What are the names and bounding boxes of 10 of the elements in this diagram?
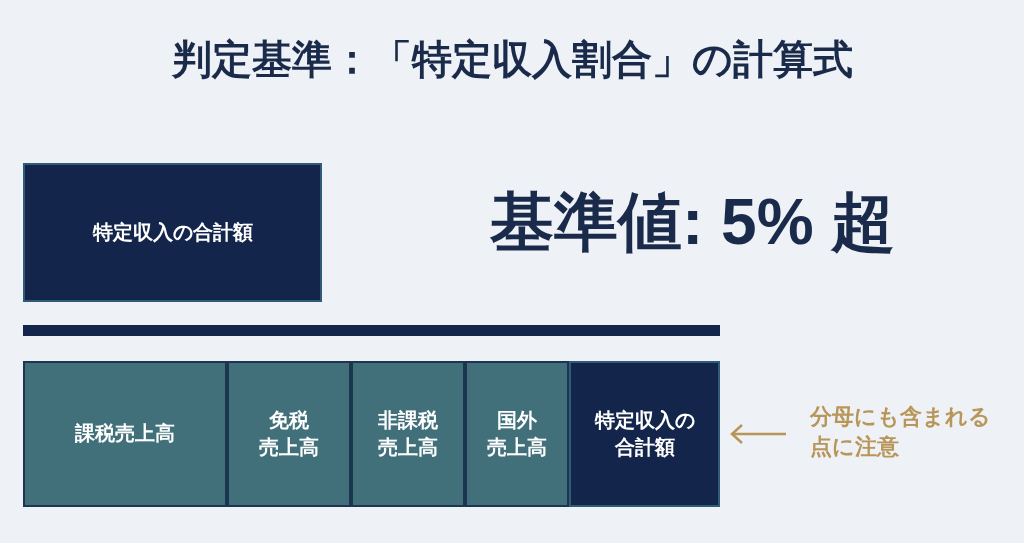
denominator-cell: 免税売上高 [227,361,351,507]
denominator-cell: 非課税売上高 [351,361,465,507]
title: 判定基準：「特定収入割合」の計算式 [170,36,854,83]
denominator-cell: 課税売上高 [23,361,227,507]
formula-box: 特定収入の合計額 [23,163,322,302]
arrow [730,423,786,445]
denominator-cell: 国外売上高 [465,361,569,507]
note-text: 分母にも含まれる点に注意 [790,402,1010,468]
formula-box: 特定収入の合計額 [569,361,720,507]
threshold-text: 基準値: 5% 超 [490,190,896,254]
